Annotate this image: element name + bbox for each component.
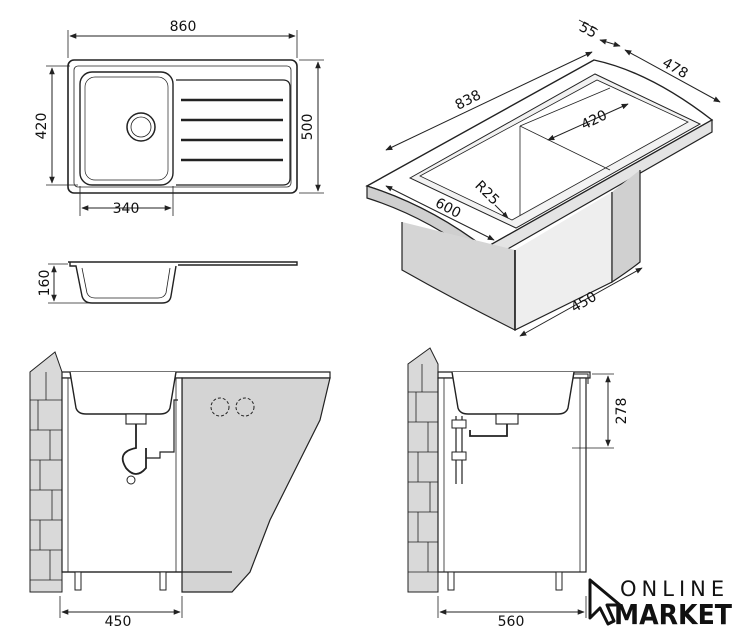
bowl (79, 71, 174, 186)
dim-bowl-depth: 420 (34, 113, 50, 140)
dim-bowl-width: 340 (113, 201, 140, 217)
brand-line-1: ONLINE (620, 577, 729, 601)
side-installation-view (407, 347, 614, 618)
drain-hole (126, 112, 156, 142)
dim-rim-width: 55 (576, 19, 599, 41)
dim-side-cabinet-width: 560 (498, 614, 525, 630)
dim-total-depth: 478 (659, 55, 690, 82)
dim-bowl-height: 160 (37, 270, 53, 297)
dim-overall-width: 860 (170, 19, 197, 35)
dim-overall-depth: 500 (300, 114, 316, 141)
isometric-view (365, 19, 721, 337)
front-installation-view (29, 351, 331, 618)
dim-iso-length: 838 (453, 87, 484, 113)
drainer-board (176, 79, 291, 186)
top-view (46, 30, 324, 216)
dim-mount-height: 278 (614, 398, 630, 425)
cursor-icon (588, 578, 622, 626)
dim-front-cabinet-width: 450 (105, 614, 132, 630)
brand-logo: ONLINE MARKET (588, 577, 732, 631)
side-profile-view (48, 261, 298, 304)
brand-line-2: MARKET (614, 598, 732, 631)
